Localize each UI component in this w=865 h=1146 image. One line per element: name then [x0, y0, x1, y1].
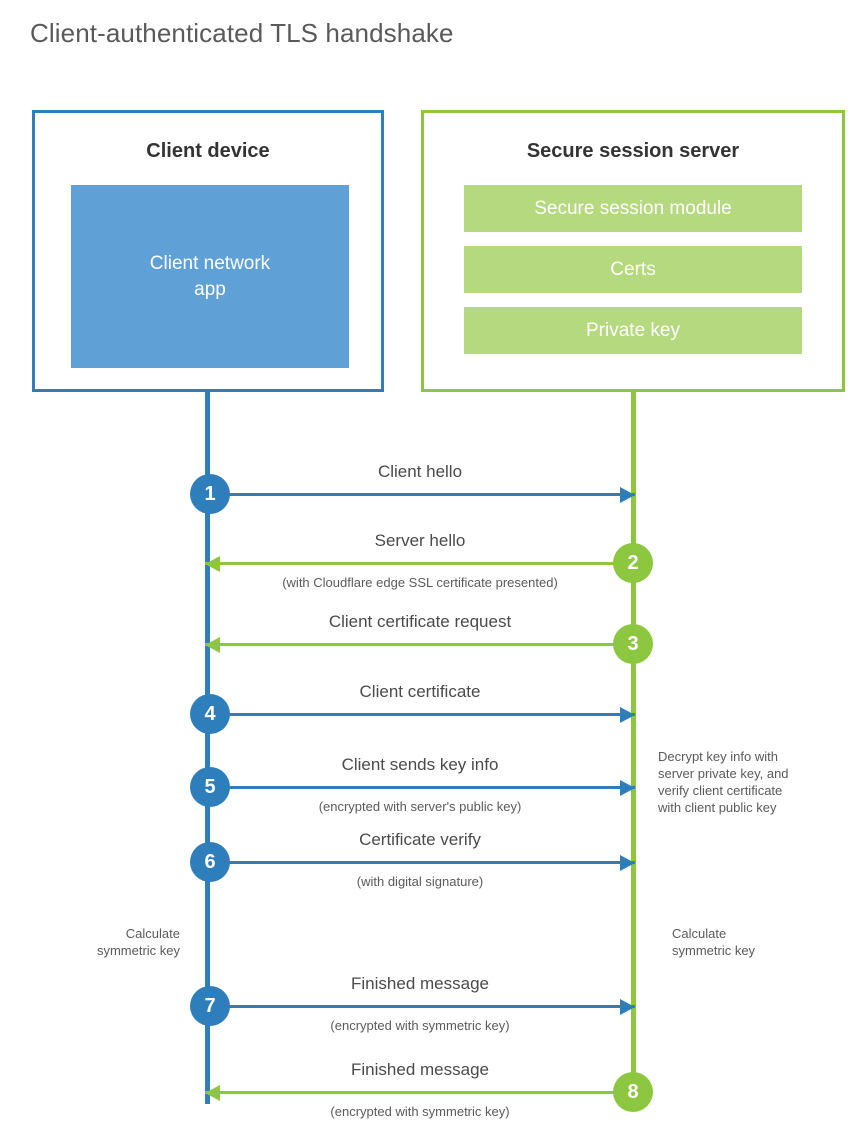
- arrow-head-left-icon-3: [205, 637, 220, 653]
- server-items-list: Secure session module Certs Private key: [464, 185, 802, 368]
- message-label-2: Server hello: [374, 531, 466, 550]
- message-label-5: Client sends key info: [341, 755, 499, 774]
- page-title: Client-authenticated TLS handshake: [30, 18, 454, 48]
- annotation-client-calculate: Calculate symmetric key: [96, 926, 180, 959]
- step-circle-8: 8: [613, 1072, 653, 1112]
- arrow-head-right-icon-4: [620, 707, 635, 723]
- arrow-head-right-icon-5: [620, 780, 635, 796]
- server-item-certs: Certs: [464, 246, 802, 293]
- message-sublabel-2: (with Cloudflare edge SSL certificate pr…: [282, 575, 558, 590]
- arrow-line-8: [205, 1091, 635, 1094]
- message-label-4: Client certificate: [359, 682, 481, 701]
- message-label-6: Certificate verify: [359, 830, 481, 849]
- arrow-head-right-icon-6: [620, 855, 635, 871]
- annotation-server-calculate: Calculate symmetric key: [672, 926, 756, 959]
- secure-session-server-title: Secure session server: [526, 140, 740, 162]
- server-item-secure-session-module: Secure session module: [464, 185, 802, 232]
- step-circle-7: 7: [190, 986, 230, 1026]
- message-label-8: Finished message: [351, 1060, 489, 1079]
- step-circle-1: 1: [190, 474, 230, 514]
- message-sublabel-5: (encrypted with server's public key): [318, 799, 522, 814]
- arrow-line-3: [205, 643, 635, 646]
- step-circle-3: 3: [613, 624, 653, 664]
- arrow-line-7: [205, 1005, 635, 1008]
- message-label-3: Client certificate request: [328, 612, 512, 631]
- client-device-box: Client device Client network app: [32, 110, 384, 392]
- arrow-head-right-icon-7: [620, 999, 635, 1015]
- arrow-line-6: [205, 861, 635, 864]
- arrow-head-right-icon-1: [620, 487, 635, 503]
- message-sublabel-8: (encrypted with symmetric key): [330, 1104, 510, 1119]
- arrow-head-left-icon-8: [205, 1085, 220, 1101]
- arrow-line-1: [205, 493, 635, 496]
- step-circle-6: 6: [190, 842, 230, 882]
- annotation-server-decrypt: Decrypt key info with server private key…: [658, 749, 789, 816]
- client-device-title: Client device: [146, 140, 270, 162]
- arrow-line-2: [205, 562, 635, 565]
- message-sublabel-7: (encrypted with symmetric key): [330, 1018, 510, 1033]
- message-label-1: Client hello: [377, 462, 463, 481]
- arrow-line-5: [205, 786, 635, 789]
- message-label-7: Finished message: [351, 974, 489, 993]
- arrow-line-4: [205, 713, 635, 716]
- arrow-head-left-icon-2: [205, 556, 220, 572]
- server-lifeline: [631, 390, 636, 1093]
- message-sublabel-6: (with digital signature): [356, 874, 484, 889]
- secure-session-server-box: Secure session server Secure session mod…: [421, 110, 845, 392]
- client-lifeline: [205, 390, 210, 1104]
- server-item-private-key: Private key: [464, 307, 802, 354]
- step-circle-4: 4: [190, 694, 230, 734]
- client-network-app-block: Client network app: [71, 185, 349, 368]
- step-circle-2: 2: [613, 543, 653, 583]
- step-circle-5: 5: [190, 767, 230, 807]
